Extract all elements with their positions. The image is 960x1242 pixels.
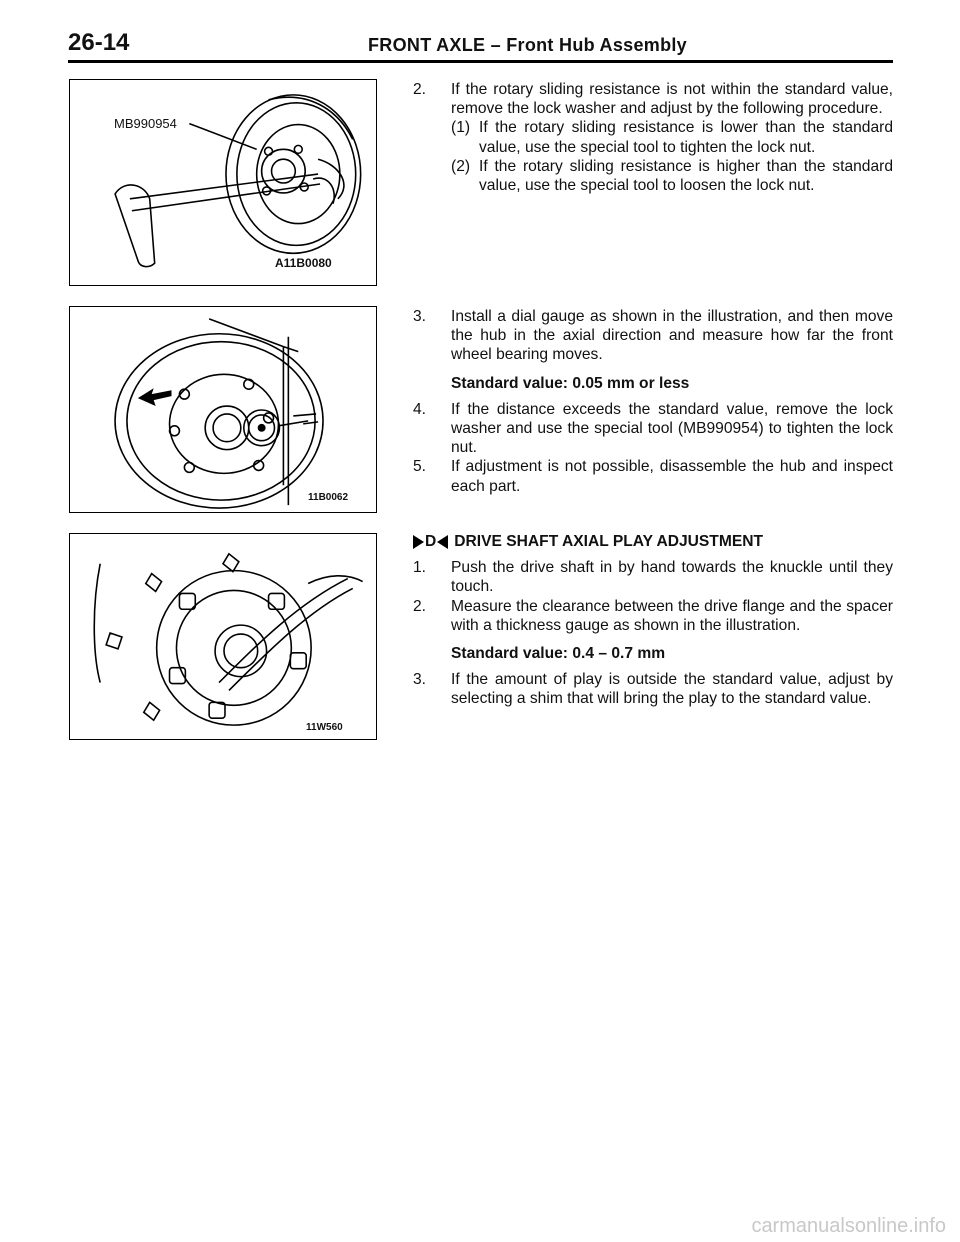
list-item: 3. Install a dial gauge as shown in the … bbox=[413, 308, 893, 364]
watermark: carmanualsonline.info bbox=[751, 1215, 946, 1237]
list-item: 5. If adjustment is not possible, disass… bbox=[413, 458, 893, 495]
figure-code: 11W560 bbox=[306, 722, 343, 733]
figure-callout: MB990954 bbox=[114, 116, 177, 131]
sub-list-item: (1) If the rotary sliding resistance is … bbox=[451, 119, 893, 156]
list-item: 3. If the amount of play is outside the … bbox=[413, 671, 893, 708]
figure-dial-gauge: 11B0062 bbox=[69, 306, 377, 513]
arrow-right-icon bbox=[413, 534, 424, 549]
list-item: 2. Measure the clearance between the dri… bbox=[413, 597, 893, 634]
arrow-left-icon bbox=[437, 534, 449, 549]
figure-code: A11B0080 bbox=[275, 256, 332, 270]
standard-value: Standard value: 0.4 – 0.7 mm bbox=[451, 645, 666, 663]
section-heading: D DRIVE SHAFT AXIAL PLAY ADJUSTMENT bbox=[413, 532, 893, 551]
figure-code: 11B0062 bbox=[308, 492, 349, 503]
page-title: FRONT AXLE – Front Hub Assembly bbox=[368, 35, 687, 55]
sub-list-item: (2) If the rotary sliding resistance is … bbox=[451, 157, 893, 195]
list-item: 1. Push the drive shaft in by hand towar… bbox=[413, 559, 893, 596]
thickness-gauge-illustration bbox=[93, 552, 364, 726]
page-number: 26-14 bbox=[68, 29, 130, 56]
section-drive-shaft: D DRIVE SHAFT AXIAL PLAY ADJUSTMENT 1. P… bbox=[413, 532, 893, 709]
dial-gauge-illustration bbox=[114, 318, 324, 509]
list-item: 2. If the rotary sliding resistance is n… bbox=[413, 81, 893, 118]
list-item: 4. If the distance exceeds the standard … bbox=[413, 400, 893, 457]
figure-thickness-gauge: 11W560 bbox=[69, 533, 377, 740]
standard-value: Standard value: 0.05 mm or less bbox=[451, 374, 690, 392]
page-header: 26-14 FRONT AXLE – Front Hub Assembly bbox=[68, 30, 893, 63]
section-dial-gauge: 3. Install a dial gauge as shown in the … bbox=[413, 307, 893, 496]
figure-torque-wrench: MB990954 A11B0080 bbox=[69, 79, 377, 286]
section-rotary-resistance: 2. If the rotary sliding resistance is n… bbox=[413, 80, 893, 195]
torque-wrench-illustration bbox=[114, 94, 362, 268]
